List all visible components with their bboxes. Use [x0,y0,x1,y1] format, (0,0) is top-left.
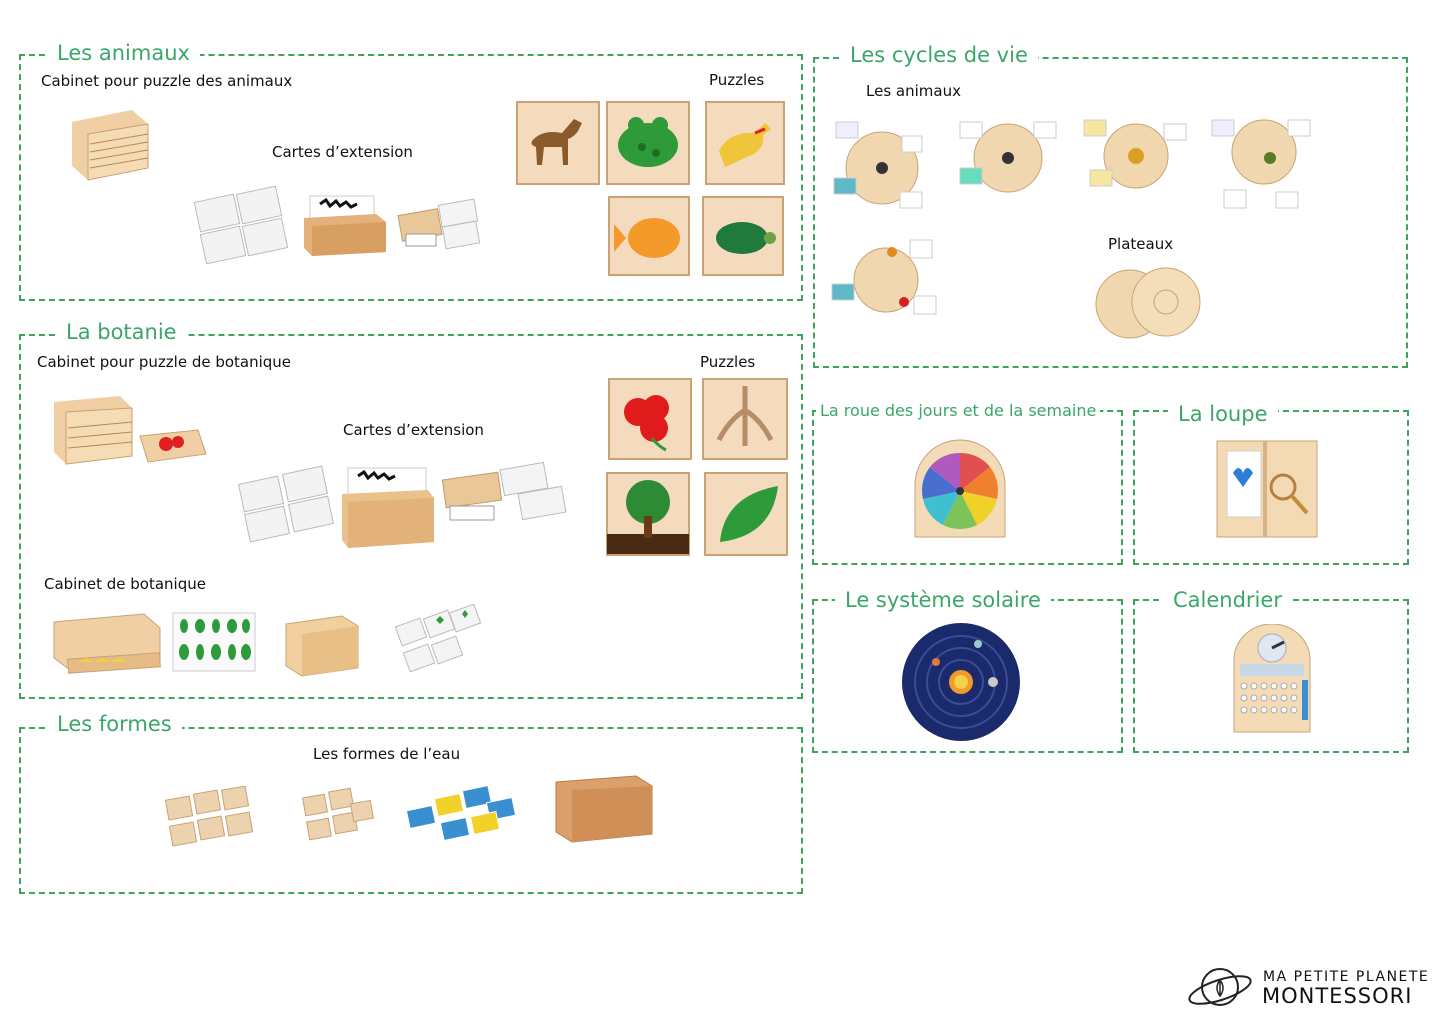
botanie-cabinet-label: Cabinet pour puzzle de botanique [37,353,292,371]
section-animaux [19,54,803,301]
botany-wood-box-image [285,615,359,677]
life-cycle-frog-image [833,121,923,209]
section-botanie [19,334,803,699]
animal-cards-image [193,185,289,265]
planet-leaf-icon [1188,968,1252,1006]
fish-puzzle-image [608,196,690,276]
days-wheel-image [914,439,1006,538]
botany-cards-image [237,465,335,543]
life-cycle-bee-image [1083,119,1187,189]
brand-line1: MA PETITE PLANETE [1263,969,1430,985]
botanie-cabinet-bot-label: Cabinet de botanique [44,575,206,593]
cycles-animaux-label: Les animaux [866,82,961,100]
botany-card-box-image [342,467,434,548]
flower-puzzle-image [608,378,692,460]
section-cycles-title: Les cycles de vie [840,45,1038,66]
botany-card-tray-image [441,462,567,521]
animal-card-box-image [304,195,386,256]
botany-cabinet-image [54,396,207,465]
section-botanie-title: La botanie [56,322,187,343]
leaf-cards-image [172,612,256,672]
animaux-puzzles-label: Puzzles [709,71,765,89]
horse-puzzle-image [516,101,600,185]
bird-puzzle-image [705,101,785,185]
section-cycles [813,57,1408,368]
section-solaire-title: Le système solaire [835,590,1051,611]
animal-cabinet-image [72,110,149,181]
water-forms-cards-image [405,784,517,842]
botanie-puzzles-label: Puzzles [700,353,756,371]
leaf-shape-cards-image [394,604,482,673]
section-calendrier-title: Calendrier [1163,590,1292,611]
water-forms-tiles-small-image [302,787,374,841]
life-cycle-insect-image [959,121,1057,193]
magnifier-box-image [1216,440,1318,538]
root-puzzle-image [702,378,788,460]
life-cycle-plates-image [1095,267,1201,339]
animaux-cabinet-label: Cabinet pour puzzle des animaux [41,72,293,90]
leaf-puzzle-image [704,472,788,556]
tree-puzzle-image [606,472,690,556]
section-loupe-title: La loupe [1168,404,1278,425]
frog-puzzle-image [606,101,690,185]
life-cycle-ladybug-image [831,239,937,315]
water-forms-box-image [555,775,653,843]
section-roue-title: La roue des jours et de la semaine [816,403,1101,419]
solar-system-image [902,623,1020,741]
water-forms-tiles-image [164,786,254,847]
botanie-cartes-label: Cartes d’extension [343,421,484,439]
life-cycle-turtle-image [1211,119,1311,209]
section-animaux-title: Les animaux [47,43,200,64]
section-formes-title: Les formes [47,714,182,735]
cycles-plateaux-label: Plateaux [1108,235,1174,253]
turtle-puzzle-image [702,196,784,276]
botany-drawer-cabinet-image [53,613,161,674]
animaux-cartes-label: Cartes d’extension [272,143,413,161]
calendar-board-image [1233,624,1311,733]
animal-card-tray-image [397,198,481,250]
formes-eau-label: Les formes de l’eau [313,745,461,763]
brand-line2: MONTESSORI [1262,984,1413,1008]
section-formes [19,727,803,894]
